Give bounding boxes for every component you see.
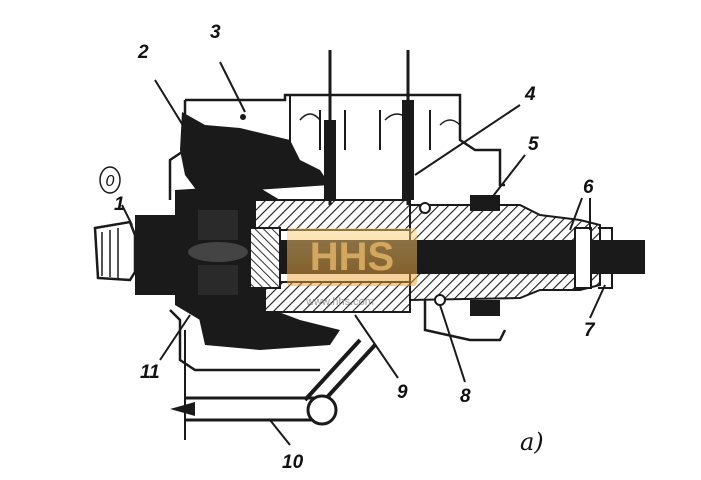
label-9: 9 bbox=[397, 382, 408, 403]
label-circled: 0 bbox=[106, 173, 115, 190]
label-10: 10 bbox=[282, 452, 304, 473]
label-6: 6 bbox=[583, 177, 594, 198]
watermark: HHS www.hhs.com bbox=[287, 228, 417, 308]
label-5: 5 bbox=[528, 134, 539, 155]
top-pins bbox=[324, 50, 414, 205]
subfigure-label: a) bbox=[520, 428, 544, 456]
circled-marker bbox=[99, 166, 121, 194]
label-3: 3 bbox=[210, 22, 221, 43]
leader-lines bbox=[121, 61, 606, 446]
label-1: 1 bbox=[114, 194, 125, 215]
label-4: 4 bbox=[524, 84, 536, 105]
label-8: 8 bbox=[460, 386, 471, 407]
label-2: 2 bbox=[137, 42, 149, 63]
callout-labels: 0 1 2 3 4 5 6 7 8 9 10 11 a) bbox=[99, 22, 596, 473]
label-11: 11 bbox=[140, 362, 160, 383]
drain-pipe bbox=[170, 330, 377, 440]
label-7: 7 bbox=[584, 320, 596, 341]
bearings-and-seals bbox=[205, 178, 500, 332]
watermark-logo-box bbox=[287, 228, 417, 286]
watermark-logo-text: HHS bbox=[310, 235, 394, 279]
watermark-url: www.hhs.com bbox=[305, 296, 374, 308]
